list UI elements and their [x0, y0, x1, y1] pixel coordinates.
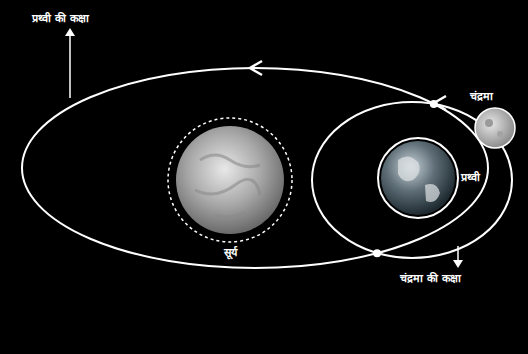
earth [381, 141, 455, 215]
leader-arrowhead [65, 28, 75, 36]
leader-line [457, 246, 459, 262]
moon-crater [497, 131, 503, 137]
intersection-dot [430, 100, 438, 108]
sun-texture [195, 155, 260, 217]
leader-line [69, 34, 71, 98]
moon-crater [485, 119, 493, 127]
earth-rim [378, 138, 458, 218]
sun-halo [168, 118, 292, 242]
leader-arrowhead [453, 260, 463, 268]
earth-orbit [22, 68, 488, 268]
earth-label: प्रथ्वी [461, 171, 480, 184]
direction-arrow [250, 61, 262, 75]
sun [176, 126, 284, 234]
moon-label: चंद्रमा [470, 90, 493, 103]
sun-label: सूर्य [224, 246, 237, 259]
earth-orbit-label: प्रथ्वी की कक्षा [32, 12, 89, 25]
moon [475, 108, 515, 148]
intersection-dot [373, 249, 381, 257]
earth-clouds [398, 156, 440, 202]
moon-orbit-label: चंद्रमा की कक्षा [400, 272, 461, 285]
